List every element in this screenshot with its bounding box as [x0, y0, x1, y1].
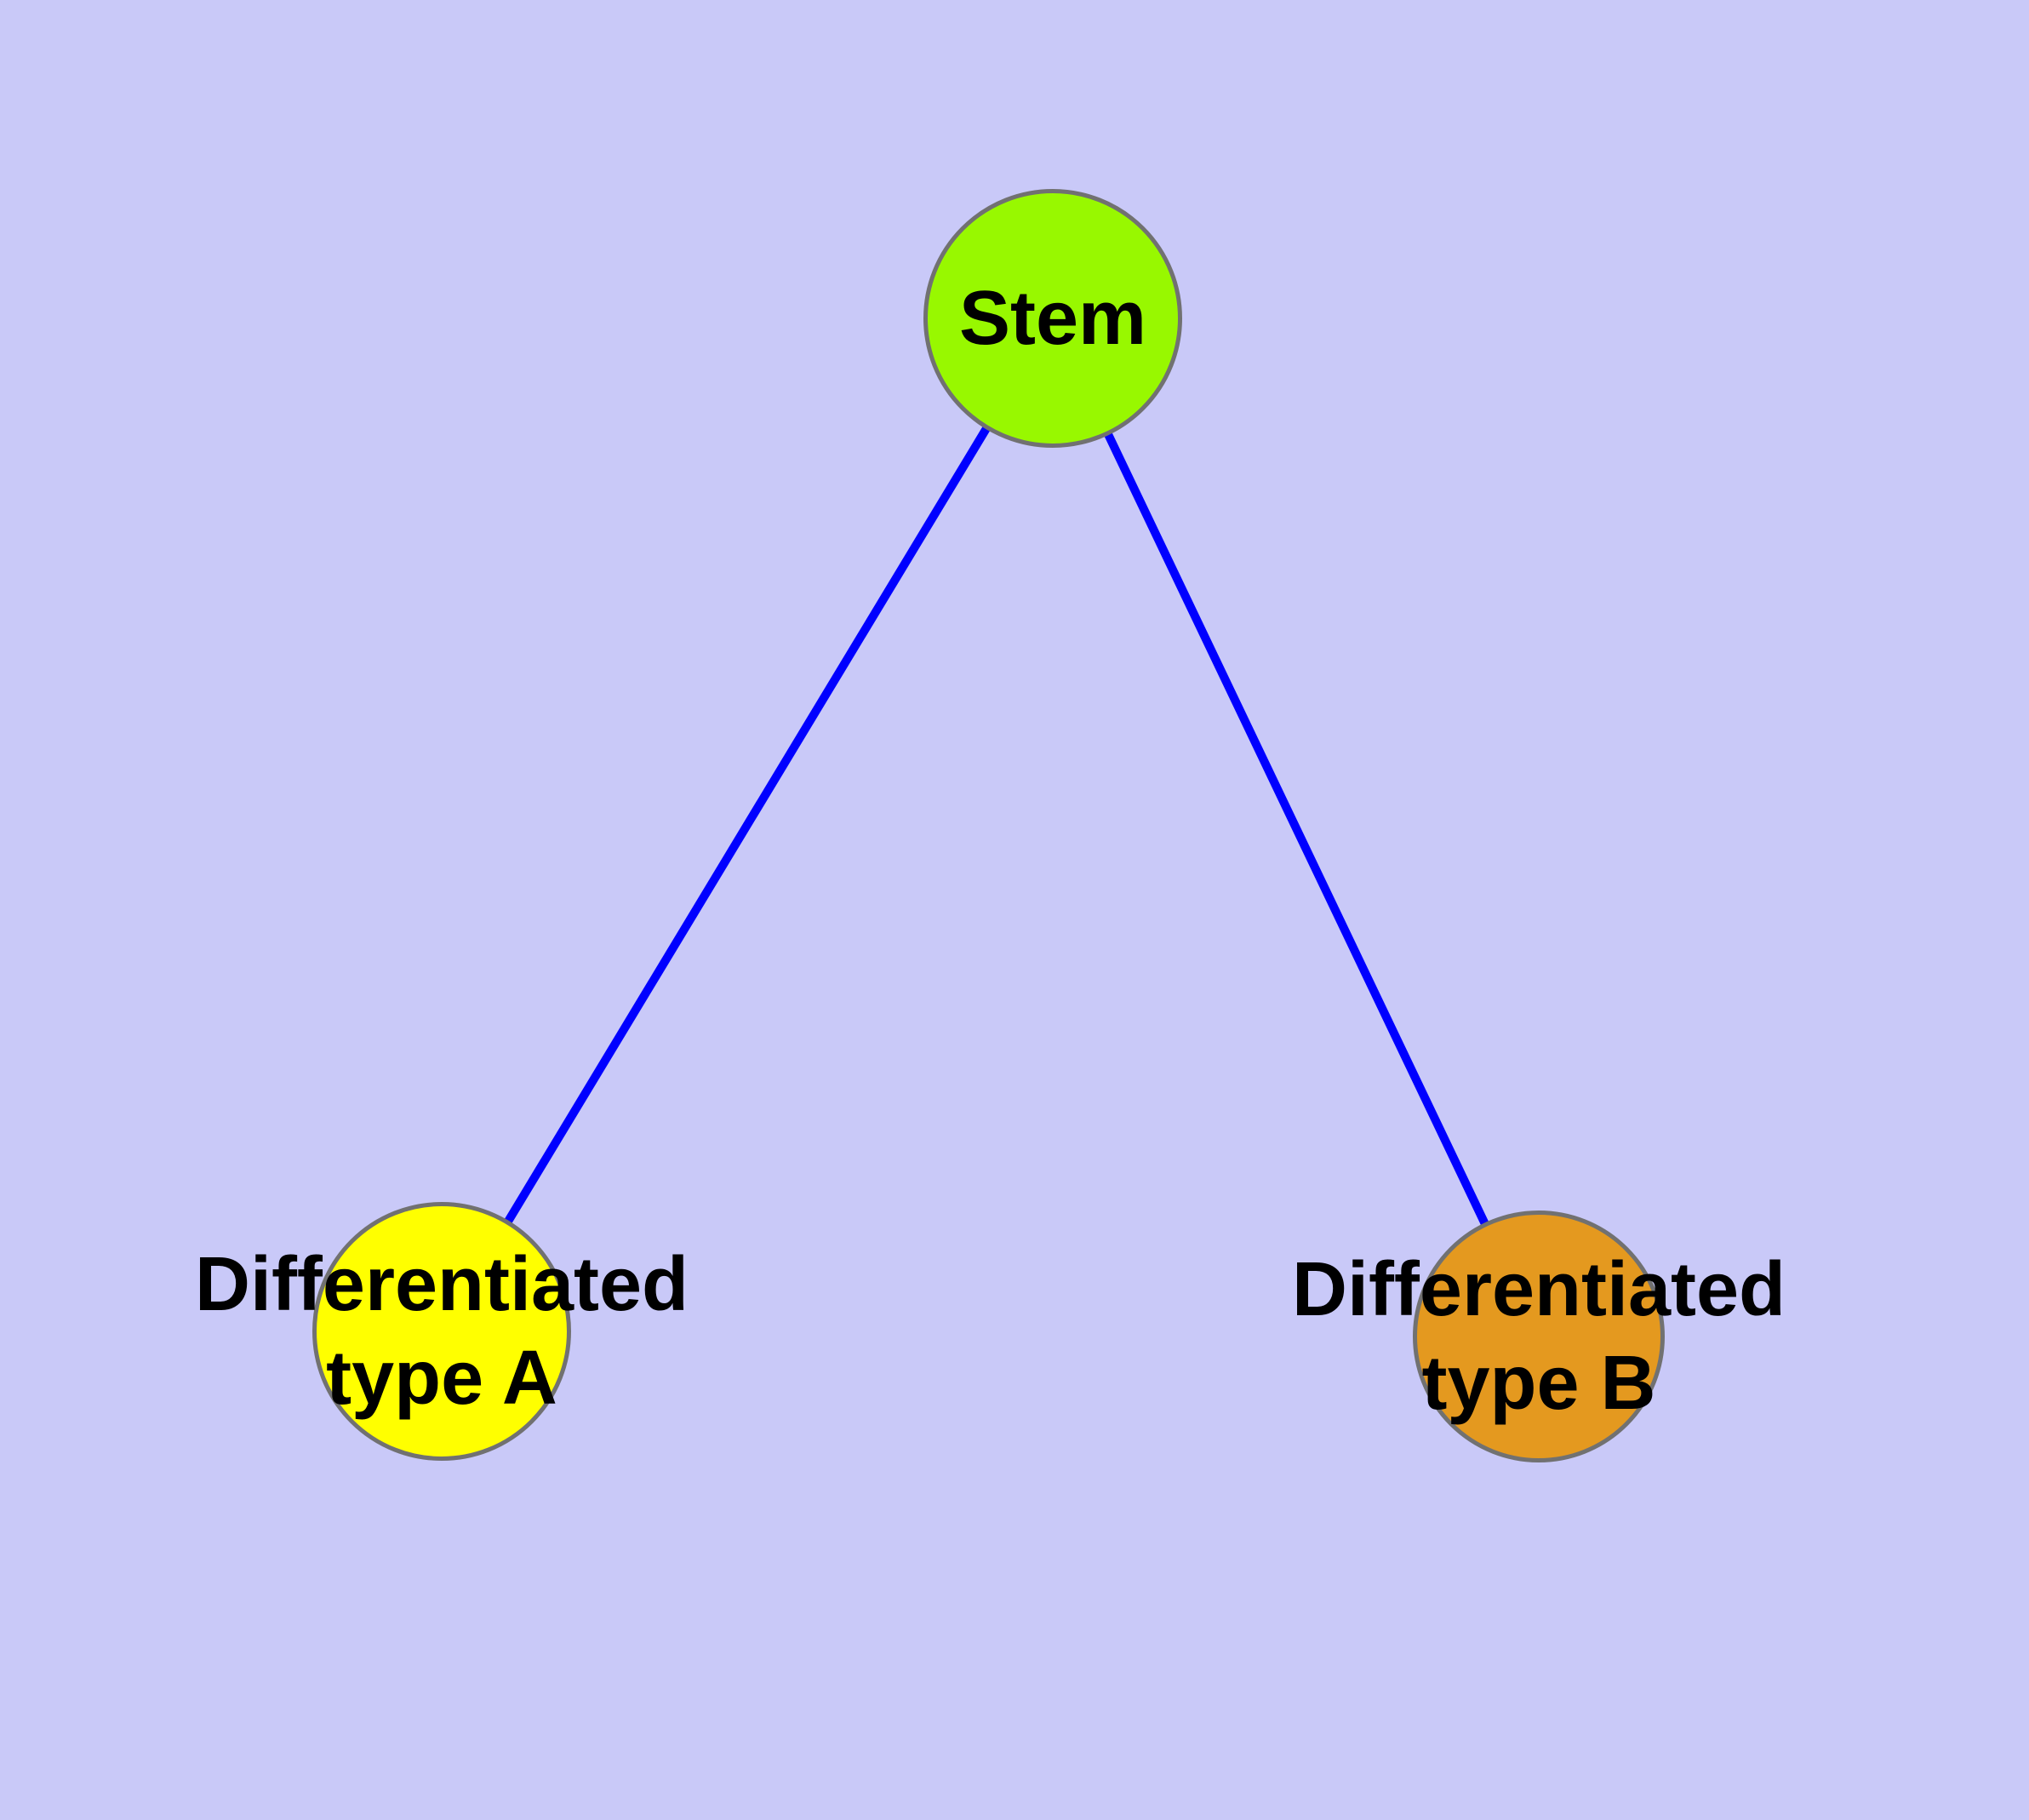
node-differentiated-type-b-label: Differentiated type B	[1215, 1243, 1862, 1430]
label-line: type B	[1421, 1341, 1656, 1426]
node-stem: Stem	[923, 189, 1182, 448]
label-line: Differentiated	[194, 1242, 689, 1327]
label-line: Stem	[958, 276, 1147, 361]
node-differentiated-type-a-label: Differentiated type A	[118, 1238, 765, 1425]
label-line: Differentiated	[1291, 1247, 1786, 1332]
label-line: type A	[326, 1336, 557, 1421]
node-differentiated-type-a: Differentiated type A	[195, 1202, 689, 1461]
edge-stem-to-type-a	[437, 316, 1057, 1334]
node-stem-label: Stem	[729, 272, 1376, 365]
node-differentiated-type-b: Differentiated type B	[1292, 1210, 1786, 1462]
edge-stem-to-type-b	[1049, 316, 1543, 1339]
